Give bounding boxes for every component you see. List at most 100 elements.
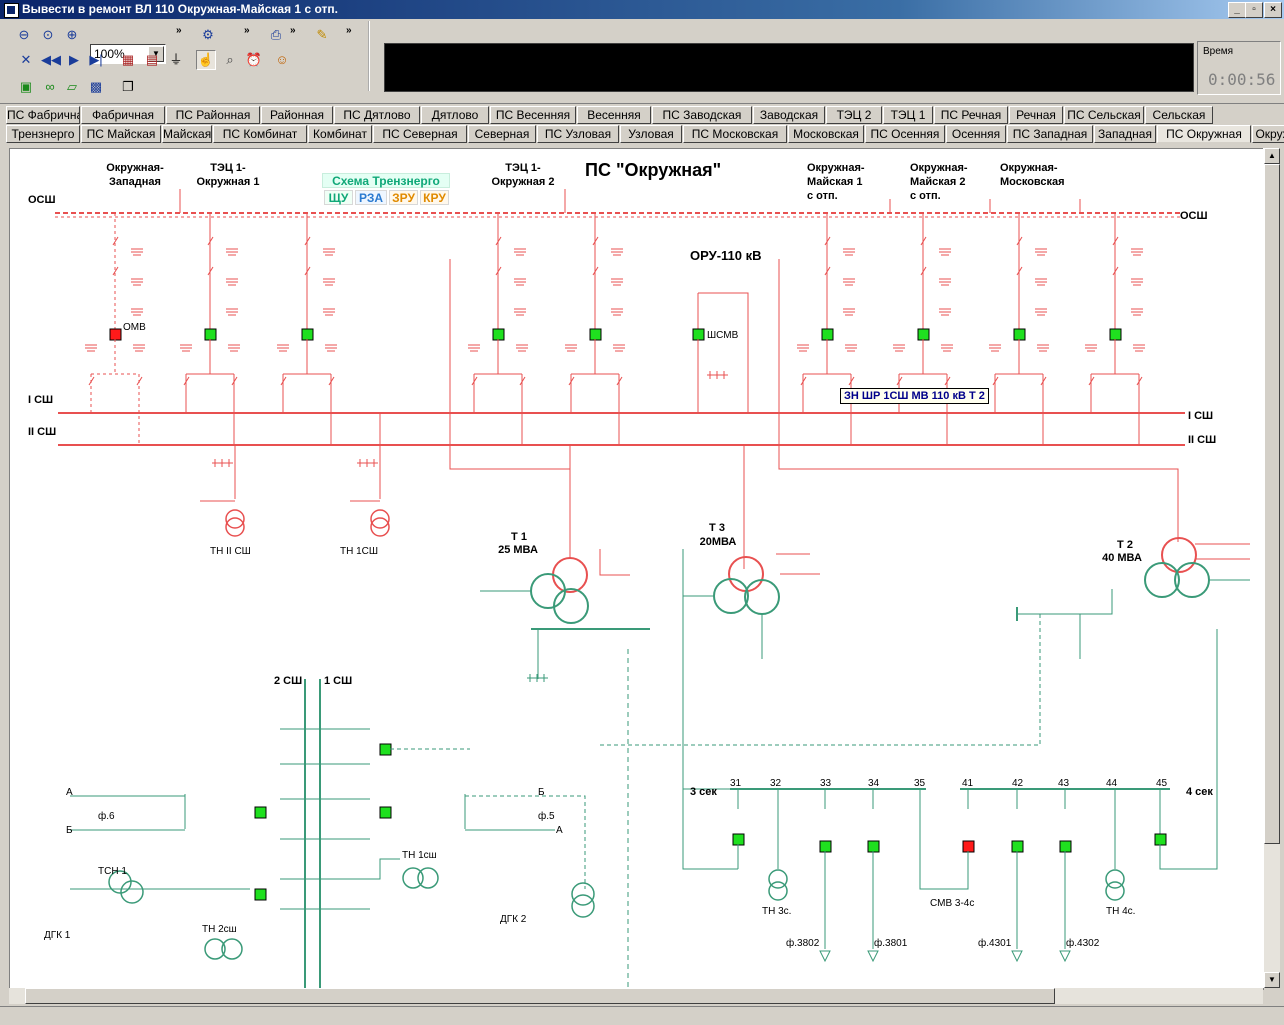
tab-tabs_row2-1[interactable]: ПС Майская xyxy=(81,125,161,143)
rewind-icon[interactable]: ◀◀ xyxy=(41,52,61,67)
tab-tabs_row1-1[interactable]: Фабричная xyxy=(81,106,165,124)
circuit-breaker[interactable] xyxy=(1013,328,1026,341)
ground-icon[interactable]: ⏚ xyxy=(169,52,183,67)
search-icon[interactable]: ⌕ xyxy=(226,52,234,67)
toolbar-overflow-icon[interactable]: » xyxy=(244,25,250,36)
circuit-breaker[interactable] xyxy=(254,888,267,901)
schema-button-kru[interactable]: КРУ xyxy=(420,190,449,205)
alarm-clock-icon[interactable]: ⏰ xyxy=(245,52,263,67)
tab-tabs_row2-12[interactable]: Осенняя xyxy=(946,125,1006,143)
tab-tabs_row2-8[interactable]: Узловая xyxy=(620,125,682,143)
tab-tabs_row1-14[interactable]: ПС Сельская xyxy=(1064,106,1144,124)
tab-tabs_row2-13[interactable]: ПС Западная xyxy=(1007,125,1093,143)
toolbar-grip[interactable] xyxy=(368,21,380,91)
scroll-thumb[interactable] xyxy=(1264,164,1280,844)
schema-title[interactable]: Схема Трензнерго xyxy=(322,173,450,188)
circuit-breaker[interactable] xyxy=(109,328,122,341)
circuit-breaker[interactable] xyxy=(1059,840,1072,853)
tab-tabs_row2-14[interactable]: Западная xyxy=(1094,125,1156,143)
circuit-breaker[interactable] xyxy=(917,328,930,341)
tab-tabs_row2-3[interactable]: ПС Комбинат xyxy=(213,125,307,143)
film-icon[interactable]: ▤ xyxy=(145,52,159,67)
tab-tabs_row1-10[interactable]: ТЭЦ 2 xyxy=(826,106,882,124)
wire xyxy=(896,376,903,386)
tab-tabs_row2-11[interactable]: ПС Осенняя xyxy=(865,125,945,143)
vertical-scrollbar[interactable]: ▲ ▼ xyxy=(1263,148,1280,988)
feeder-label-maiskaya2: Окружная- Майская 2 с отп. xyxy=(910,162,968,202)
tab-tabs_row1-12[interactable]: ПС Речная xyxy=(934,106,1008,124)
tab-tabs_row1-11[interactable]: ТЭЦ 1 xyxy=(883,106,933,124)
circuit-breaker[interactable] xyxy=(962,840,975,853)
person-icon[interactable]: ☺ xyxy=(275,52,289,67)
schema-button-shu[interactable]: ЩУ xyxy=(324,190,353,205)
circuit-breaker[interactable] xyxy=(492,328,505,341)
tab-tabs_row1-7[interactable]: Весенняя xyxy=(577,106,651,124)
circuit-breaker[interactable] xyxy=(379,806,392,819)
diagram-canvas[interactable]: ПС "Окружная" ОРУ-110 кВ Схема Трензнерг… xyxy=(9,148,1264,990)
link-icon[interactable]: ∞ xyxy=(45,79,55,94)
notes-icon[interactable]: ✎ xyxy=(316,27,328,42)
scroll-thumb[interactable] xyxy=(25,988,1055,1004)
chart-icon[interactable]: ▦ xyxy=(121,52,135,67)
tab-tabs_row2-16[interactable]: Окружная xyxy=(1252,125,1284,143)
scroll-up-icon[interactable]: ▲ xyxy=(1264,148,1280,164)
circuit-breaker[interactable] xyxy=(1109,328,1122,341)
circuit-breaker[interactable] xyxy=(692,328,705,341)
chevron-down-icon[interactable]: ▼ xyxy=(148,46,164,62)
tab-tabs_row1-0[interactable]: ПС Фабричная xyxy=(6,106,80,124)
circuit-breaker[interactable] xyxy=(821,328,834,341)
maximize-button[interactable]: ▫ xyxy=(1245,2,1263,18)
play-icon[interactable]: ▶ xyxy=(69,52,79,67)
tab-tabs_row2-15[interactable]: ПС Окружная xyxy=(1157,125,1251,143)
eraser-icon[interactable]: ▱ xyxy=(67,79,77,94)
horizontal-scrollbar[interactable] xyxy=(9,988,1263,1004)
toolbar-overflow-icon[interactable]: » xyxy=(346,25,352,36)
network-icon[interactable]: ⚙ xyxy=(202,27,214,42)
tab-tabs_row1-15[interactable]: Сельская xyxy=(1145,106,1213,124)
circuit-breaker[interactable] xyxy=(254,806,267,819)
circuit-breaker[interactable] xyxy=(589,328,602,341)
tab-tabs_row1-9[interactable]: Заводская xyxy=(753,106,825,124)
tab-tabs_row2-5[interactable]: ПС Северная xyxy=(373,125,467,143)
tab-tabs_row2-9[interactable]: ПС Московская xyxy=(683,125,787,143)
zoom-actual-icon[interactable]: ⊙ xyxy=(42,27,54,42)
minimize-button[interactable]: _ xyxy=(1228,2,1246,18)
circuit-breaker[interactable] xyxy=(1154,833,1167,846)
toolbar-overflow-icon[interactable]: » xyxy=(290,25,296,36)
tab-tabs_row2-10[interactable]: Московская xyxy=(788,125,864,143)
circuit-breaker[interactable] xyxy=(819,840,832,853)
circuit-breaker[interactable] xyxy=(867,840,880,853)
hand-icon[interactable]: ☝ xyxy=(196,50,216,70)
schema-button-zru[interactable]: ЗРУ xyxy=(389,190,418,205)
tab-tabs_row2-6[interactable]: Северная xyxy=(468,125,536,143)
zoom-out-icon[interactable]: ⊖ xyxy=(18,27,30,42)
close-button[interactable]: × xyxy=(1264,2,1282,18)
circuit-breaker[interactable] xyxy=(379,743,392,756)
schema-button-rza[interactable]: РЗА xyxy=(355,190,387,205)
circuit-breaker[interactable] xyxy=(301,328,314,341)
tab-tabs_row2-2[interactable]: Майская xyxy=(162,125,212,143)
print-icon[interactable]: ⎙ xyxy=(270,27,282,42)
circuit-breaker[interactable] xyxy=(1011,840,1024,853)
tab-tabs_row1-6[interactable]: ПС Весенняя xyxy=(490,106,576,124)
tab-tabs_row2-0[interactable]: Трензнерго xyxy=(6,125,80,143)
circuit-breaker[interactable] xyxy=(204,328,217,341)
end-icon[interactable]: ▶| xyxy=(89,52,103,67)
windows-icon[interactable]: ❐ xyxy=(122,79,134,94)
tab-tabs_row1-3[interactable]: Районная xyxy=(261,106,333,124)
tab-tabs_row1-8[interactable]: ПС Заводская xyxy=(652,106,752,124)
tab-tabs_row2-7[interactable]: ПС Узловая xyxy=(537,125,619,143)
table-icon[interactable]: ▣ xyxy=(19,79,33,94)
zoom-in-icon[interactable]: ⊕ xyxy=(66,27,78,42)
scroll-down-icon[interactable]: ▼ xyxy=(1264,972,1280,988)
tab-tabs_row1-2[interactable]: ПС Районная xyxy=(166,106,260,124)
tab-tabs_row1-4[interactable]: ПС Дятлово xyxy=(334,106,420,124)
stop-icon[interactable]: ✕ xyxy=(20,52,32,67)
toolbar-overflow-icon[interactable]: » xyxy=(176,25,182,36)
zoom-select[interactable]: 100% ▼ xyxy=(90,44,166,64)
tab-tabs_row1-13[interactable]: Речная xyxy=(1009,106,1063,124)
circuit-breaker[interactable] xyxy=(732,833,745,846)
tab-tabs_row2-4[interactable]: Комбинат xyxy=(308,125,372,143)
grid-icon[interactable]: ▩ xyxy=(89,79,103,94)
tab-tabs_row1-5[interactable]: Дятлово xyxy=(421,106,489,124)
